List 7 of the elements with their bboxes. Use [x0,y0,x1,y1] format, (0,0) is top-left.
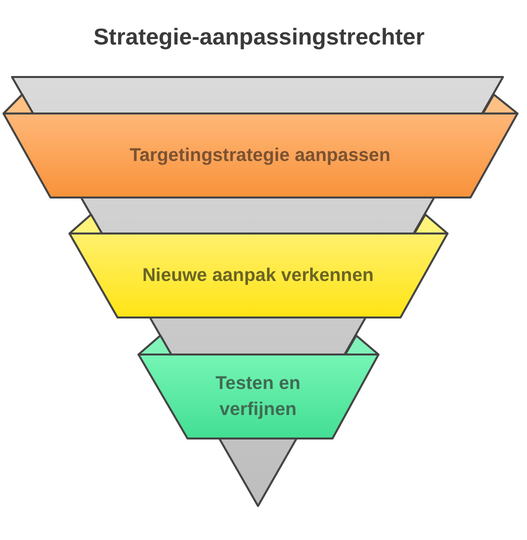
stage-label: Targetingstrategie aanpassen [130,143,390,168]
funnel-stage [2,92,518,198]
stage-label: Nieuwe aanpak verkennen [142,263,374,288]
funnel-stage [68,212,448,318]
diagram-title: Strategie-aanpassingstrechter [93,24,425,50]
funnel-stage [136,334,380,440]
stage-label: Testen en verfijnen [214,371,302,421]
